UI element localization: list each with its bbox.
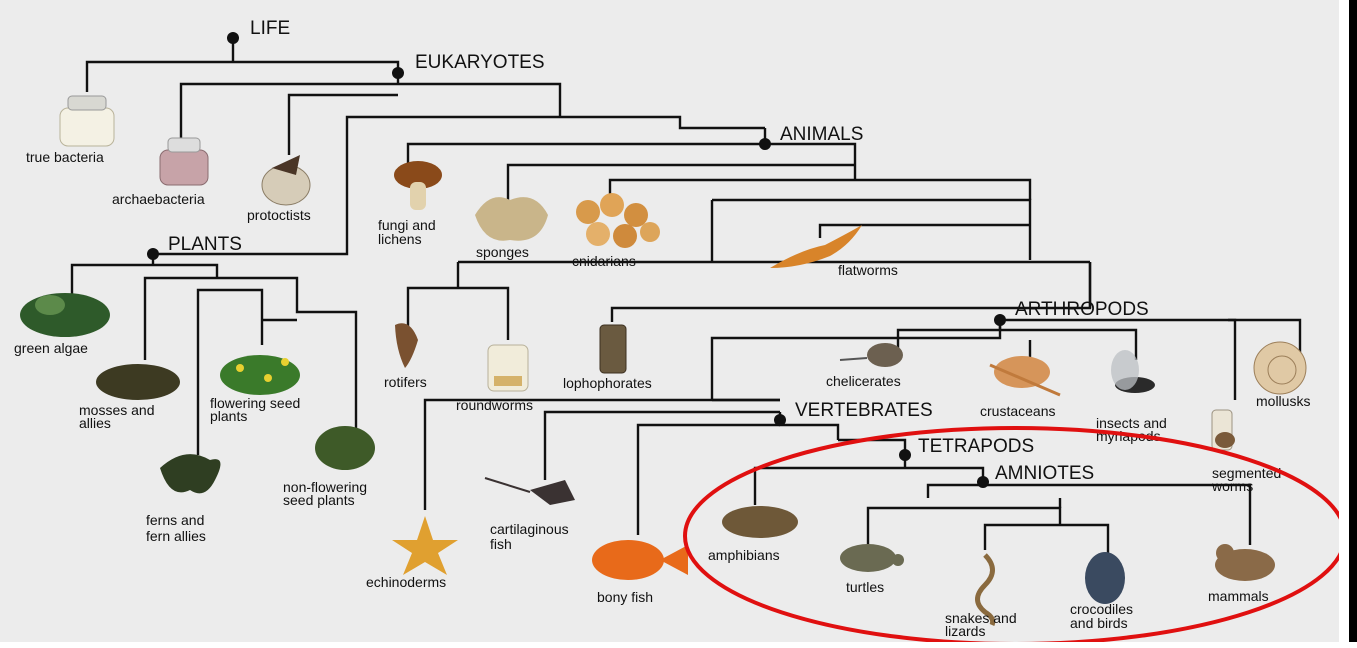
- label-mosses-2: allies: [79, 415, 111, 431]
- frog-image: [722, 506, 798, 538]
- sponge-image: [475, 197, 548, 241]
- clade-plants: PLANTS: [168, 234, 242, 255]
- flowering-plant-image: [220, 355, 300, 395]
- label-lophophorates: lophophorates: [563, 375, 652, 391]
- clade-eukaryotes: EUKARYOTES: [415, 52, 545, 73]
- moss-image: [96, 364, 180, 400]
- fern-image: [160, 454, 220, 493]
- label-echinoderms: echinoderms: [366, 574, 446, 590]
- tree-edges: [72, 40, 1300, 555]
- nautilus-shell-image: [1254, 342, 1306, 394]
- bird-image: [1085, 552, 1125, 604]
- clade-life: LIFE: [250, 18, 290, 39]
- label-green-algae: green algae: [14, 340, 88, 356]
- label-cartilaginous-2: fish: [490, 536, 512, 552]
- clade-tetrapods: TETRAPODS: [918, 436, 1034, 457]
- label-amphibians: amphibians: [708, 547, 780, 563]
- label-segmented-2: worms: [1211, 478, 1253, 494]
- turtle-image: [840, 544, 904, 572]
- clade-arthropods: ARTHROPODS: [1015, 299, 1149, 320]
- green-algae-image: [20, 293, 110, 337]
- label-protoctists: protoctists: [247, 207, 311, 223]
- clade-animals: ANIMALS: [780, 124, 863, 145]
- bacteria-jar-image: [60, 96, 114, 146]
- bottom-margin: [0, 642, 1357, 648]
- node-amniotes: [977, 476, 989, 488]
- rotifer-image: [395, 323, 418, 368]
- label-chelicerates: chelicerates: [826, 373, 901, 389]
- label-rotifers: rotifers: [384, 374, 427, 390]
- label-crustaceans: crustaceans: [980, 403, 1055, 419]
- label-archaebacteria: archaebacteria: [112, 191, 205, 207]
- label-crocodiles-2: and birds: [1070, 615, 1128, 631]
- label-turtles: turtles: [846, 579, 884, 595]
- node-vertebrates: [774, 414, 786, 426]
- cnidarian-image: [576, 193, 660, 248]
- segmented-worm-image: [1212, 410, 1235, 450]
- node-life: [227, 32, 239, 44]
- node-eukaryotes: [392, 67, 404, 79]
- label-fungi-2: lichens: [378, 231, 422, 247]
- label-cnidarians: cnidarians: [572, 253, 636, 269]
- mammal-image: [1215, 544, 1275, 581]
- label-ferns-1: ferns and: [146, 512, 204, 528]
- protoctists-image: [262, 155, 310, 205]
- conifer-image: [315, 426, 375, 470]
- label-mammals: mammals: [1208, 588, 1269, 604]
- node-animals: [759, 138, 771, 150]
- crab-image: [990, 356, 1060, 395]
- archaebacteria-jar-image: [160, 138, 208, 185]
- starfish-image: [392, 516, 458, 575]
- horseshoe-crab-image: [840, 343, 903, 367]
- clade-vertebrates: VERTEBRATES: [795, 400, 933, 421]
- organism-pictures: [20, 96, 1306, 625]
- lophophorate-jar-image: [600, 325, 626, 373]
- mushroom-image: [394, 161, 442, 210]
- node-tetrapods: [899, 449, 911, 461]
- insect-image: [1111, 350, 1155, 393]
- roundworm-jar-image: [488, 345, 528, 391]
- right-edge-bar: [1349, 0, 1357, 648]
- label-roundworms: roundworms: [456, 397, 533, 413]
- label-true-bacteria: true bacteria: [26, 149, 104, 165]
- clade-amniotes: AMNIOTES: [995, 463, 1094, 484]
- label-flowering-2: plants: [210, 408, 247, 424]
- label-bony-fish: bony fish: [597, 589, 653, 605]
- label-ferns-2: fern allies: [146, 528, 206, 544]
- label-nonflowering-2: seed plants: [283, 492, 355, 508]
- bony-fish-image: [592, 540, 688, 580]
- label-cartilaginous-1: cartilaginous: [490, 521, 569, 537]
- label-snakes-2: lizards: [945, 623, 985, 639]
- stingray-image: [485, 478, 575, 505]
- node-plants: [147, 248, 159, 260]
- label-mollusks: mollusks: [1256, 393, 1310, 409]
- right-margin: [1339, 0, 1349, 648]
- node-arthropods: [994, 314, 1006, 326]
- label-flatworms: flatworms: [838, 262, 898, 278]
- label-sponges: sponges: [476, 244, 529, 260]
